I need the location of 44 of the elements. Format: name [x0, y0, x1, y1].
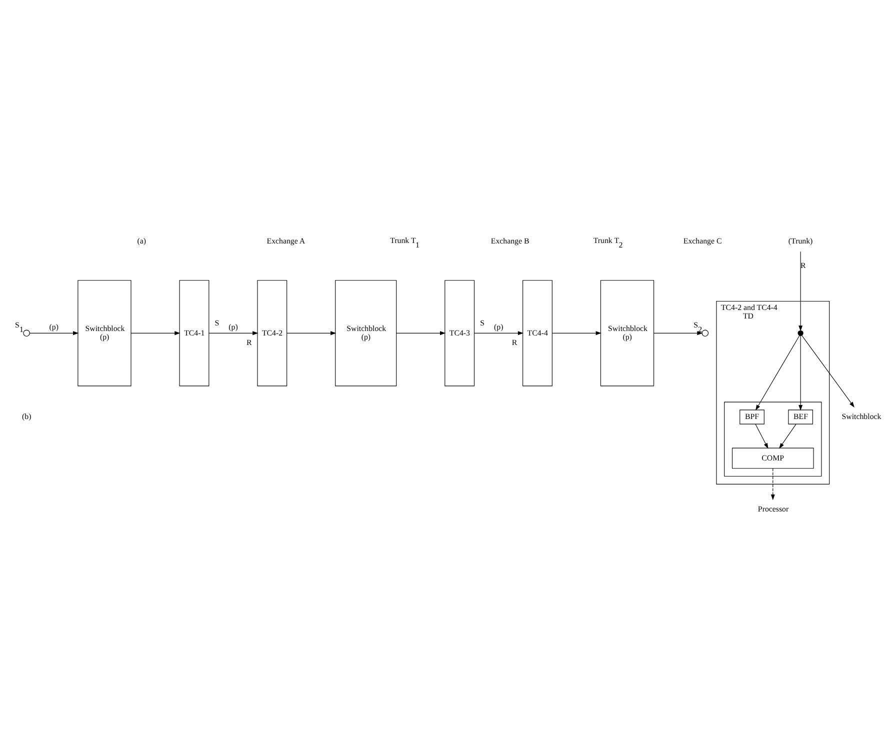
arrow	[755, 335, 800, 411]
arrow	[286, 331, 336, 336]
arrow	[798, 335, 803, 411]
label: (p)	[361, 332, 371, 342]
label: S	[214, 318, 220, 328]
cluster	[724, 402, 822, 477]
arrow	[779, 424, 796, 449]
node-text: Switchblock	[842, 412, 882, 422]
arrow	[552, 331, 602, 336]
node-box: TC4-2	[257, 280, 288, 386]
label: (b)	[22, 412, 32, 422]
edge-label: (p)	[49, 322, 58, 332]
edge-label: (p)	[494, 322, 504, 332]
node-box: TC4-4	[522, 280, 552, 386]
label: R	[246, 338, 252, 347]
arrow	[770, 468, 775, 500]
node-box: COMP	[732, 448, 814, 469]
edge-label: (p)	[228, 322, 238, 332]
label: Exchange B	[490, 236, 530, 246]
label: (a)	[137, 236, 146, 246]
arrow	[802, 335, 854, 408]
arrow	[208, 331, 258, 336]
node-text: (Trunk)	[788, 236, 813, 246]
arrow	[474, 331, 524, 336]
arrow	[29, 331, 79, 336]
arrow	[798, 251, 803, 332]
label: (p)	[100, 332, 110, 342]
arrow	[130, 331, 180, 336]
label: Exchange C	[683, 236, 722, 246]
node-box: BPF	[740, 410, 764, 424]
label: Exchange A	[266, 236, 306, 246]
node-box: BEF	[788, 410, 813, 424]
node-circle	[23, 330, 30, 337]
node-box: TC4-1	[179, 280, 210, 386]
node-circle	[798, 330, 804, 336]
label: S	[480, 318, 485, 328]
node-text: Processor	[758, 504, 789, 514]
label: (p)	[622, 332, 632, 342]
label: R	[512, 338, 518, 347]
node-box: TC4-3	[444, 280, 475, 386]
arrow	[654, 331, 703, 336]
arrow	[755, 424, 768, 449]
node-circle	[702, 330, 709, 337]
arrow	[396, 331, 446, 336]
